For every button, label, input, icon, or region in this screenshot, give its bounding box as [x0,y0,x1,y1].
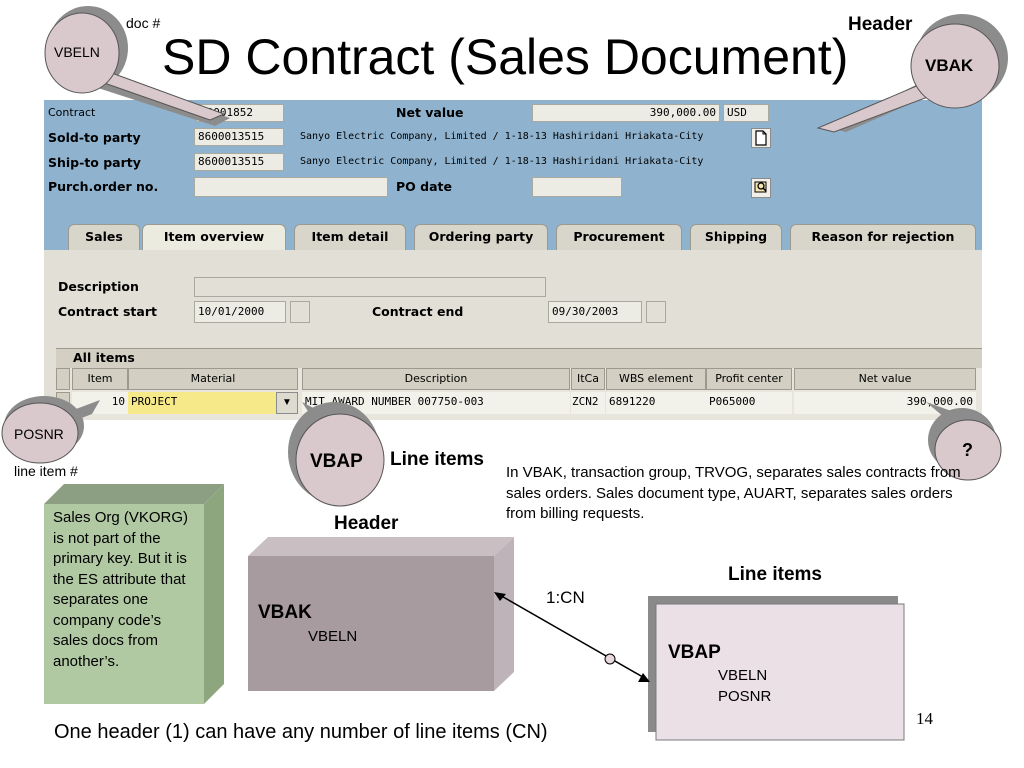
posnr-callout-shape [1,396,100,464]
bottom-caption: One header (1) can have any number of li… [54,721,548,743]
ship-to-input[interactable]: 8600013515 [194,153,284,171]
tab-item-detail-label[interactable]: Item detail [294,224,406,250]
line-item-number-label: line item # [14,463,78,479]
tab-ordering-party-label[interactable]: Ordering party [414,224,548,250]
all-items-titlebar [56,348,982,369]
posnr-callout-text: POSNR [14,426,64,442]
column-header-material[interactable]: Material [128,368,298,390]
contract-end-input[interactable]: 09/30/2003 [548,301,642,323]
contract-start-label-text: Contract start [58,304,157,319]
cell-material[interactable]: PROJECT [128,392,276,414]
vbeln-callout-text: VBELN [54,44,100,60]
doc-number-label: doc # [126,15,161,31]
sales-org-note-box [44,484,224,704]
ship-to-address: Sanyo Electric Company, Limited / 1-18-1… [300,156,704,167]
relationship-connector [494,592,650,682]
column-header-description[interactable]: Description [302,368,570,390]
row-selector-header[interactable] [56,368,70,390]
trvog-note: In VBAK, transaction group, TRVOG, separ… [506,464,961,522]
sold-to-address: Sanyo Electric Company, Limited / 1-18-1… [300,131,704,142]
page-number: 14 [916,709,933,728]
cell-itca[interactable]: ZCN2 [571,392,605,414]
contract-end-label-text: Contract end [372,304,464,319]
contract-start-input[interactable]: 10/01/2000 [194,301,286,323]
description-label-text: Description [58,279,139,294]
vbak-entity-field: VBELN [308,628,358,645]
all-items-label: All items [73,350,135,365]
diagram-line-items-label: Line items [728,564,822,585]
tab-shipping-label[interactable]: Shipping [690,224,782,250]
tab-procurement-label[interactable]: Procurement [556,224,682,250]
cell-profit-center[interactable]: P065000 [706,392,792,414]
column-header-itca[interactable]: ItCa [571,368,605,390]
slide-title: SD Contract (Sales Document) [162,29,849,85]
contract-label-text: Contract [48,106,96,119]
net-value-label-text: Net value [396,105,464,120]
purch-order-input[interactable] [194,177,388,197]
po-date-label-text: PO date [396,179,452,194]
sales-org-note: Sales Org (VKORG) is not part of the pri… [53,509,189,670]
tab-item-overview-label[interactable]: Item overview [142,224,286,250]
vbeln-callout-shape [44,6,230,126]
search-icon[interactable] [751,178,771,198]
tab-sales-label[interactable]: Sales [68,224,140,250]
ship-to-label-text: Ship-to party [48,155,141,170]
vbak-entity-title: VBAK [258,602,312,623]
header-callout-label: Header [848,14,913,35]
material-dropdown-icon[interactable]: ▼ [276,392,298,414]
purch-order-label-text: Purch.order no. [48,179,159,194]
currency-input[interactable]: USD [723,104,769,122]
net-value-input[interactable]: 390,000.00 [532,104,720,122]
vbap-entity-box [648,596,905,741]
vbap-entity-field-vbeln: VBELN [718,667,768,684]
contract-end-aux-input[interactable] [646,301,666,323]
sold-to-label-text: Sold-to party [48,130,141,145]
vbap-entity-field-posnr: POSNR [718,688,772,705]
sold-to-input[interactable]: 8600013515 [194,128,284,146]
column-header-net-value[interactable]: Net value [794,368,976,390]
new-document-icon[interactable] [751,128,771,148]
line-items-callout-label: Line items [390,449,484,470]
column-header-profit-center[interactable]: Profit center [706,368,792,390]
question-callout-shape [926,402,1002,481]
vbak-callout-shape [816,14,1008,133]
vbak-entity-box [248,537,514,691]
vbap-callout-text: VBAP [310,451,363,472]
column-header-wbs[interactable]: WBS element [606,368,706,390]
relationship-cardinality: 1:CN [546,588,585,607]
vbak-callout-text: VBAK [925,56,974,75]
cell-description[interactable]: MIT AWARD NUMBER 007750-003 [302,392,570,414]
vbap-callout-shape [288,402,385,507]
sap-content-layer: Contract 40001852 Net value 390,000.00 U… [44,100,982,420]
po-date-input[interactable] [532,177,622,197]
cell-net-value[interactable]: 390,000.00 [794,392,976,414]
question-callout-text: ? [962,440,973,460]
diagram-header-label: Header [334,513,399,534]
column-header-item[interactable]: Item [72,368,128,390]
description-input[interactable] [194,277,546,297]
vbap-entity-title: VBAP [668,642,721,663]
contract-start-aux-input[interactable] [290,301,310,323]
tab-reason-for-rejection-label[interactable]: Reason for rejection [790,224,976,250]
cell-wbs[interactable]: 6891220 [606,392,706,414]
